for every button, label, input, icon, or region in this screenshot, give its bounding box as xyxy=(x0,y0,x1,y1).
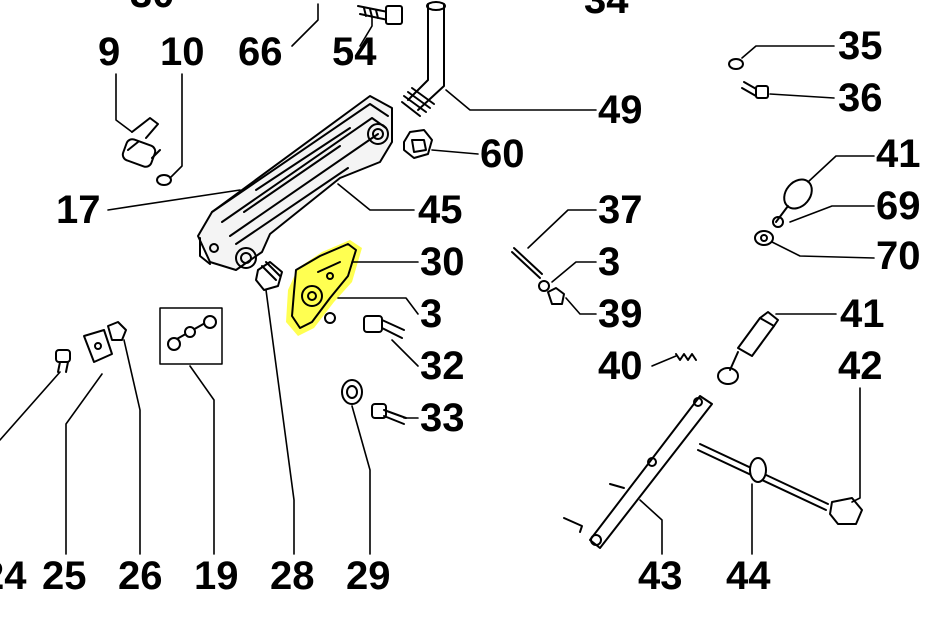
label-part-26: 26 xyxy=(118,554,163,598)
label-part-39: 39 xyxy=(598,292,643,336)
part-25-plate xyxy=(83,329,113,363)
part-60-nut xyxy=(403,129,433,159)
part-36-bolt xyxy=(741,81,769,99)
part-33-screw xyxy=(371,403,407,425)
label-part-28: 28 xyxy=(270,554,315,598)
part-28-bushing xyxy=(255,261,283,291)
part-30-lever xyxy=(291,243,357,329)
label-part-54: 54 xyxy=(332,30,377,74)
part-17-bracket xyxy=(197,95,393,271)
label-part-36: 36 xyxy=(838,76,883,120)
part-42-nut xyxy=(829,497,863,525)
part-35-washer xyxy=(728,58,744,70)
label-part-34: 34 xyxy=(584,0,629,22)
label-part-29: 29 xyxy=(346,554,391,598)
label-part-41-top: 41 xyxy=(876,132,921,176)
label-part-30-top: 30 xyxy=(130,0,175,14)
label-part-42: 42 xyxy=(838,344,883,388)
label-part-33: 33 xyxy=(420,396,465,440)
label-part-43: 43 xyxy=(638,554,683,598)
label-part-19: 19 xyxy=(194,554,239,598)
part-29-washer xyxy=(341,379,363,405)
label-part-30: 30 xyxy=(420,240,465,284)
part-10-washer xyxy=(156,174,172,186)
part-39-nut xyxy=(547,287,565,305)
label-part-37: 37 xyxy=(598,188,643,232)
label-part-24: 24 xyxy=(0,554,27,598)
part-70-eye xyxy=(754,230,774,246)
label-part-32: 32 xyxy=(420,344,465,388)
label-part-60: 60 xyxy=(480,132,525,176)
label-part-9: 9 xyxy=(98,30,121,74)
label-part-41: 41 xyxy=(840,292,885,336)
label-part-69: 69 xyxy=(876,184,921,228)
part-40-spring xyxy=(675,353,697,361)
label-part-70: 70 xyxy=(876,234,921,278)
label-part-49: 49 xyxy=(598,88,643,132)
label-part-3-right: 3 xyxy=(598,240,621,284)
part-54-bolt xyxy=(357,5,403,25)
part-3-washer-left xyxy=(324,312,336,324)
label-part-35: 35 xyxy=(838,24,883,68)
part-9-pin xyxy=(121,117,161,168)
label-part-66: 66 xyxy=(238,30,283,74)
part-69-ring xyxy=(772,216,784,228)
part-19-parts xyxy=(167,315,217,351)
part-26-nut xyxy=(107,321,127,341)
part-3-washer-right xyxy=(538,280,550,292)
label-part-25: 25 xyxy=(42,554,87,598)
part-37-rod xyxy=(511,247,543,279)
leader-lines xyxy=(0,3,875,555)
part-41-cylinder xyxy=(717,311,779,385)
part-24-screw xyxy=(55,349,71,373)
label-part-44: 44 xyxy=(726,554,771,598)
label-part-17: 17 xyxy=(56,188,101,232)
label-part-45: 45 xyxy=(418,188,463,232)
part-19-frame xyxy=(159,307,223,365)
part-44-rod xyxy=(697,443,829,511)
part-32-bolt xyxy=(363,315,405,339)
part-43-arm xyxy=(563,395,713,549)
part-49-tube xyxy=(401,1,446,117)
label-part-10: 10 xyxy=(160,30,205,74)
label-part-40: 40 xyxy=(598,344,643,388)
label-part-3-left: 3 xyxy=(420,292,443,336)
part-41-knob-top xyxy=(775,178,813,223)
